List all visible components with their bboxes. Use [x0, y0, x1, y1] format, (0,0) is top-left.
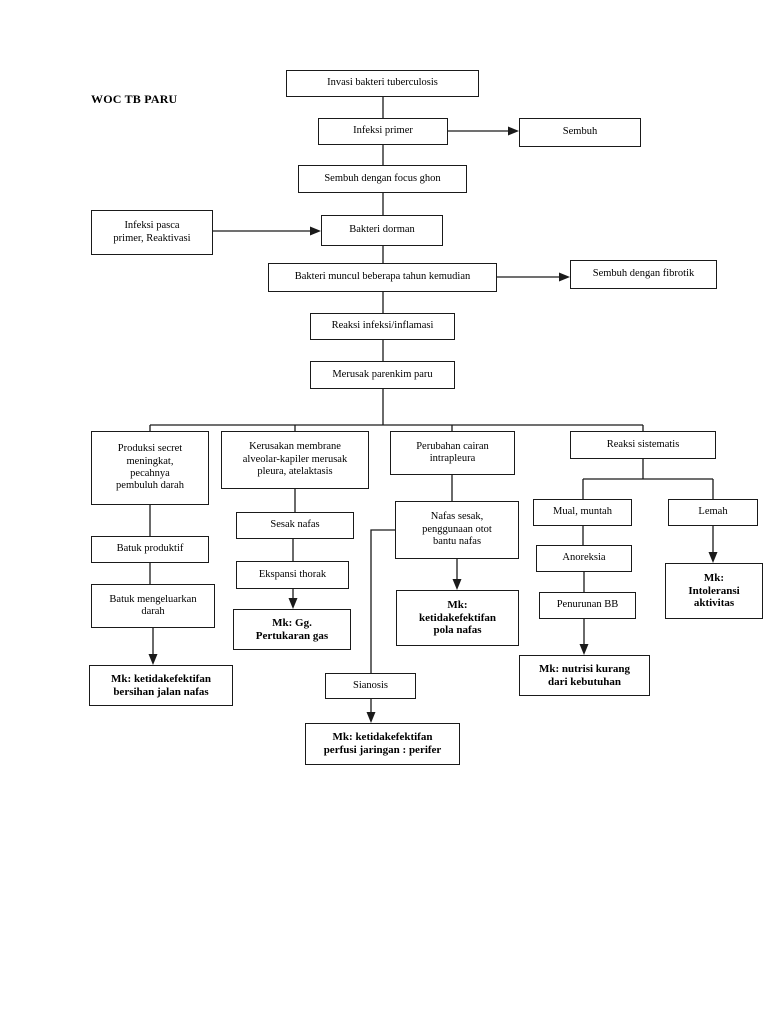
- node-muncul[interactable]: Bakteri muncul beberapa tahun kemudian: [268, 263, 497, 292]
- arrowhead-mk-intoleransi: [708, 552, 718, 563]
- node-lemah[interactable]: Lemah: [668, 499, 758, 526]
- node-mk_perfusi[interactable]: Mk: ketidakefektifan perfusi jaringan : …: [305, 723, 460, 765]
- node-mk_gg[interactable]: Mk: Gg. Pertukaran gas: [233, 609, 351, 650]
- node-invasi[interactable]: Invasi bakteri tuberculosis: [286, 70, 479, 97]
- arrowhead-mk-bersihan: [148, 654, 158, 665]
- node-sesak_nafas[interactable]: Sesak nafas: [236, 512, 354, 539]
- node-sembuh[interactable]: Sembuh: [519, 118, 641, 147]
- node-nafas_sesak[interactable]: Nafas sesak, penggunaan otot bantu nafas: [395, 501, 519, 559]
- node-mk_intoleransi[interactable]: Mk: Intoleransi aktivitas: [665, 563, 763, 619]
- node-dorman[interactable]: Bakteri dorman: [321, 215, 443, 246]
- node-infeksi_primer[interactable]: Infeksi primer: [318, 118, 448, 145]
- node-penurunan_bb[interactable]: Penurunan BB: [539, 592, 636, 619]
- node-batuk_prod[interactable]: Batuk produktif: [91, 536, 209, 563]
- edge-nafas-sesak-sianosis: [370, 529, 395, 673]
- arrowhead-sembuh: [508, 126, 519, 136]
- arrowhead-mk-nutrisi: [579, 644, 589, 655]
- node-mk_nutrisi[interactable]: Mk: nutrisi kurang dari kebutuhan: [519, 655, 650, 696]
- node-merusak[interactable]: Merusak parenkim paru: [310, 361, 455, 389]
- node-batuk_darah[interactable]: Batuk mengeluarkan darah: [91, 584, 215, 628]
- node-produksi[interactable]: Produksi secret meningkat, pecahnya pemb…: [91, 431, 209, 505]
- node-reaksi_sist[interactable]: Reaksi sistematis: [570, 431, 716, 459]
- node-kerusakan[interactable]: Kerusakan membrane alveolar-kapiler meru…: [221, 431, 369, 489]
- arrowhead-fibrotik: [559, 272, 570, 282]
- arrowhead-dorman: [310, 226, 321, 236]
- node-mk_bersihan[interactable]: Mk: ketidakefektifan bersihan jalan nafa…: [89, 665, 233, 706]
- node-anoreksia[interactable]: Anoreksia: [536, 545, 632, 572]
- arrowhead-mk-perfusi: [366, 712, 376, 723]
- arrowhead-mk-gg: [288, 598, 298, 609]
- node-fibrotik[interactable]: Sembuh dengan fibrotik: [570, 260, 717, 289]
- node-perubahan[interactable]: Perubahan cairan intrapleura: [390, 431, 515, 475]
- node-mk_pola[interactable]: Mk: ketidakefektifan pola nafas: [396, 590, 519, 646]
- node-focus_ghon[interactable]: Sembuh dengan focus ghon: [298, 165, 467, 193]
- node-pasca_primer[interactable]: Infeksi pasca primer, Reaktivasi: [91, 210, 213, 255]
- node-sianosis[interactable]: Sianosis: [325, 673, 416, 699]
- page-title: WOC TB PARU: [91, 92, 178, 106]
- node-reaksi_inf[interactable]: Reaksi infeksi/inflamasi: [310, 313, 455, 340]
- node-mual[interactable]: Mual, muntah: [533, 499, 632, 526]
- arrowhead-mk-pola: [452, 579, 462, 590]
- node-ekspansi[interactable]: Ekspansi thorak: [236, 561, 349, 589]
